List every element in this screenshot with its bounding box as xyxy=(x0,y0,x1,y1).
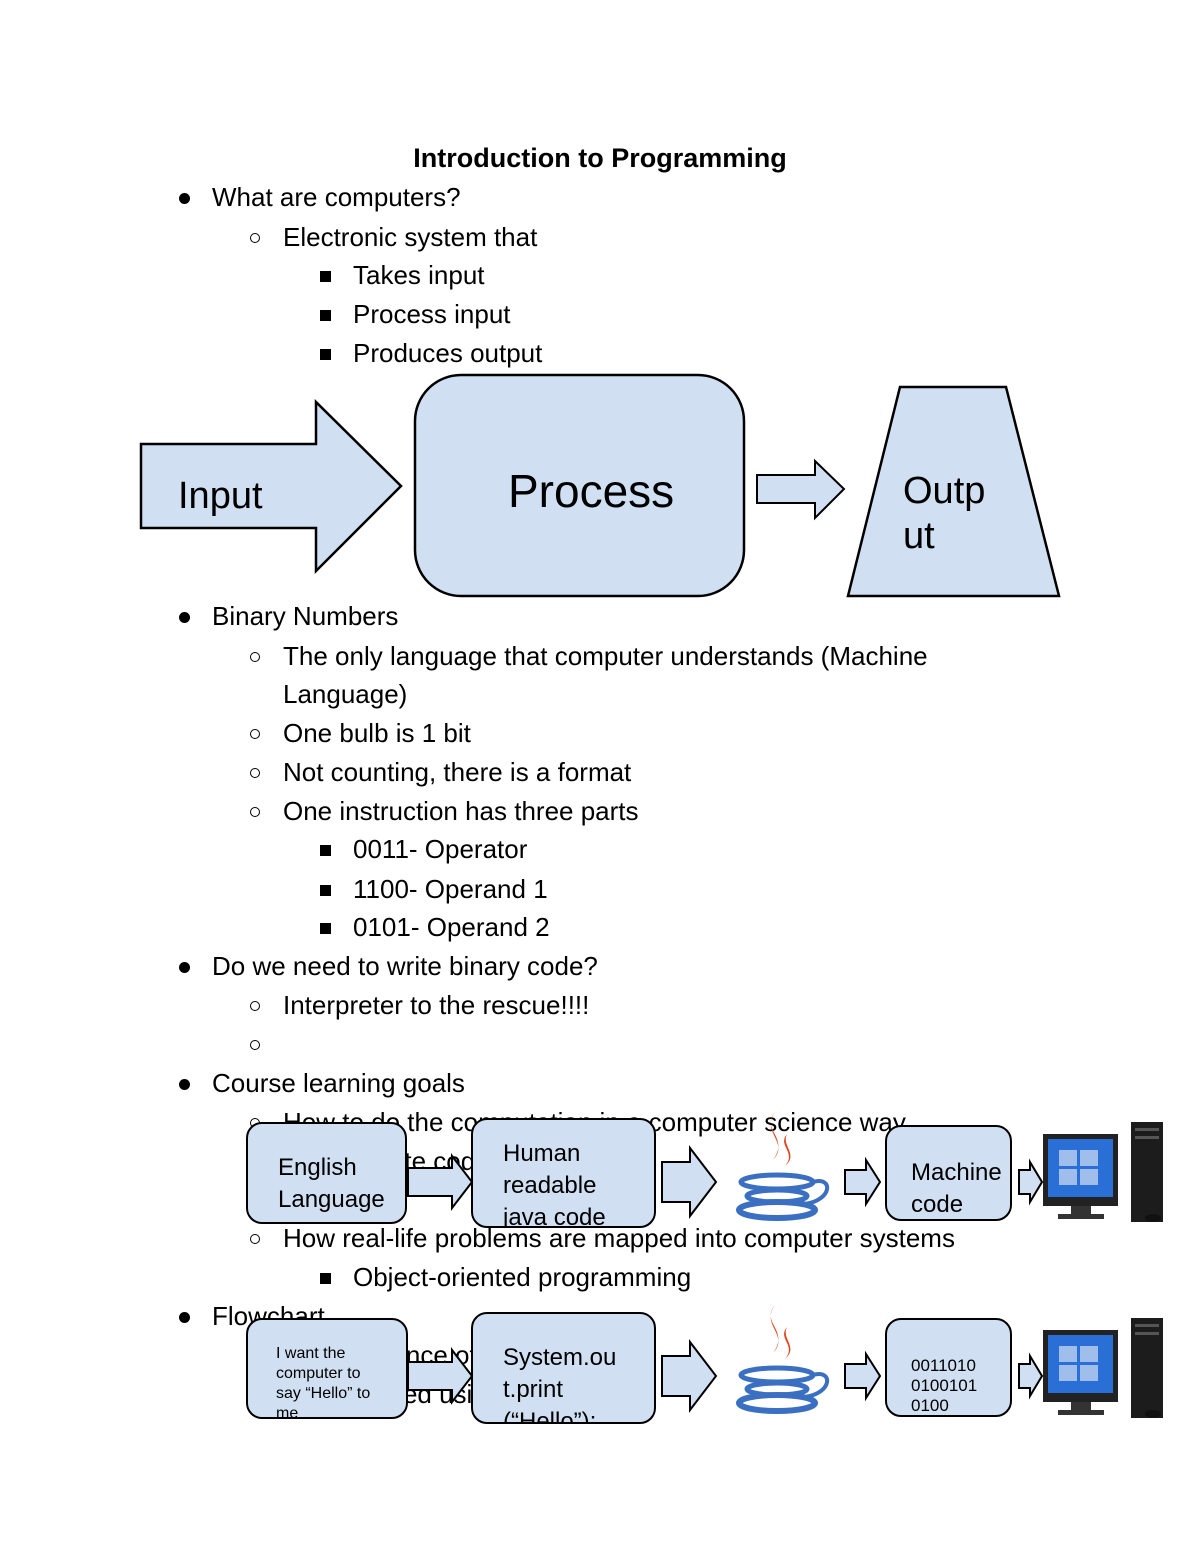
bullet-icon xyxy=(320,1273,331,1284)
desktop-computer-icon xyxy=(1043,1318,1163,1418)
english-language-box: English Language xyxy=(246,1122,407,1224)
java-print-code-box: System.ou t.print (“Hello”); xyxy=(471,1312,656,1424)
input-arrow-shape xyxy=(139,399,403,575)
outline-item-level-2: One bulb is 1 bit xyxy=(283,718,471,748)
outline-item-level-2: Not counting, there is a format xyxy=(283,757,632,787)
outline-item-level-2: One instruction has three parts xyxy=(283,796,639,826)
ipo-diagram: Input Process Outp ut xyxy=(139,373,1061,598)
outline-item-level-3: Object-oriented programming xyxy=(353,1262,692,1292)
bullet-icon xyxy=(179,193,190,204)
outline-item-level-3: Process input xyxy=(353,299,511,329)
process-label: Process xyxy=(508,465,674,517)
bullet-icon xyxy=(320,885,331,896)
outline-item-level-3: 1100- Operand 1 xyxy=(353,874,548,904)
outline-item-level-1: Course learning goals xyxy=(212,1068,465,1098)
outline-item-level-3: Produces output xyxy=(353,338,543,368)
bullet-icon xyxy=(250,233,260,243)
bullet-icon xyxy=(320,349,331,360)
outline-item-level-3: 0011- Operator xyxy=(353,834,528,864)
desktop-computer-icon xyxy=(1043,1122,1163,1222)
bullet-icon xyxy=(179,1312,190,1323)
bullet-icon xyxy=(320,271,331,282)
arrow-shape xyxy=(1018,1352,1044,1400)
outline-item-level-1: Binary Numbers xyxy=(212,601,399,631)
hello-request-box: I want the computer to say “Hello” to me xyxy=(246,1318,408,1419)
binary-code-box: 0011010 0100101 0100 xyxy=(885,1318,1012,1417)
arrow-shape xyxy=(844,1156,882,1208)
output-label-line1: Outp xyxy=(903,470,985,512)
bullet-icon xyxy=(250,768,260,778)
bullet-icon xyxy=(179,962,190,973)
arrow-shape xyxy=(407,1153,474,1211)
outline-item-level-2: Interpreter to the rescue!!!! xyxy=(283,990,590,1020)
process-box-shape xyxy=(413,373,746,598)
flow-graphics xyxy=(407,1100,1163,1418)
bullet-icon xyxy=(250,807,260,817)
outline-item-level-3: 0101- Operand 2 xyxy=(353,912,550,942)
bullet-icon xyxy=(250,1001,260,1011)
outline-item-level-2: The only language that computer understa… xyxy=(283,641,928,671)
arrow-shape xyxy=(844,1350,882,1402)
output-label-line2: ut xyxy=(903,515,935,557)
output-trapezoid-shape xyxy=(846,385,1061,598)
arrow-shape xyxy=(1018,1158,1044,1206)
outline-item-level-1: What are computers? xyxy=(212,182,461,212)
bullet-icon xyxy=(250,1040,260,1050)
java-logo-icon xyxy=(739,1305,827,1411)
bullet-icon xyxy=(320,923,331,934)
arrow-shape xyxy=(661,1145,718,1219)
outline-item-level-1: Do we need to write binary code? xyxy=(212,951,598,981)
human-readable-code-box: Human readable java code xyxy=(471,1118,656,1228)
small-arrow-shape xyxy=(756,458,846,521)
outline-item-level-3: Takes input xyxy=(353,260,485,290)
bullet-icon xyxy=(250,1234,260,1244)
page-title: Introduction to Programming xyxy=(413,143,787,173)
bullet-icon xyxy=(250,729,260,739)
bullet-icon xyxy=(320,845,331,856)
bullet-icon xyxy=(179,612,190,623)
bullet-icon xyxy=(179,1079,190,1090)
java-logo-icon xyxy=(739,1112,827,1218)
bullet-icon xyxy=(250,652,260,662)
outline-item-level-2: Electronic system that xyxy=(283,222,538,252)
machine-code-box: Machine code xyxy=(885,1125,1012,1221)
outline-item-level-2: How real-life problems are mapped into c… xyxy=(283,1223,955,1253)
input-label: Input xyxy=(178,475,263,517)
outline-item-level-2: Language) xyxy=(283,679,408,709)
arrow-shape xyxy=(407,1347,474,1405)
bullet-icon xyxy=(320,310,331,321)
arrow-shape xyxy=(661,1339,718,1413)
